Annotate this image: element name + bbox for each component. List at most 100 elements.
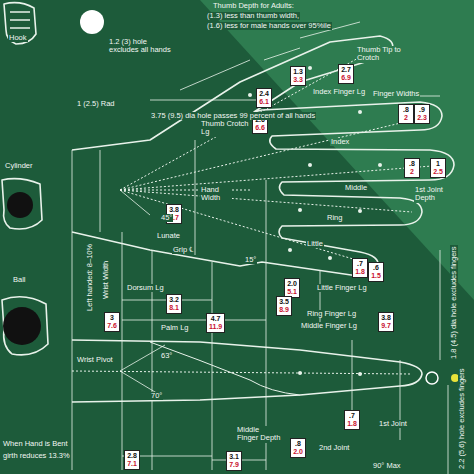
measurement-box: 2.87.1 xyxy=(124,450,140,470)
measurement-box: 3.17.9 xyxy=(226,451,242,471)
inch-value: .7 xyxy=(347,412,357,420)
dimension-label: 2nd Joint xyxy=(318,444,350,452)
inch-value: 3 xyxy=(107,314,117,322)
dimension-label: 70° xyxy=(150,392,163,400)
inch-value: .8 xyxy=(407,160,417,168)
inch-value: .9 xyxy=(417,106,427,114)
dimension-label: Ball xyxy=(12,276,27,284)
inch-value: 3.1 xyxy=(229,453,239,461)
dimension-label: Little Finger Lg xyxy=(316,284,368,292)
cm-value: 6.6 xyxy=(255,124,265,132)
cm-value: 7.9 xyxy=(229,461,239,469)
measurement-box: 3.89.7 xyxy=(378,312,394,332)
dimension-label: Ring xyxy=(326,214,343,222)
dimension-label: Thumb Depth for Adults: xyxy=(212,2,295,10)
dimension-label: Wrist Width xyxy=(102,260,110,300)
dimension-label: Index Finger Lg xyxy=(312,88,366,96)
dimension-label: Middle xyxy=(344,184,368,192)
dimension-label: Wrist Pivot xyxy=(76,356,114,364)
inch-value: 4.7 xyxy=(209,315,222,323)
dimension-label: 63° xyxy=(160,352,173,360)
measurement-box: .71.8 xyxy=(344,410,360,430)
inch-value: .7 xyxy=(355,260,365,268)
cm-value: 5.1 xyxy=(287,288,297,296)
dimension-label: Ring Finger Lg xyxy=(306,310,357,318)
inch-value: 3.5 xyxy=(279,298,289,306)
cm-value: 8.1 xyxy=(169,304,179,312)
cm-value: 8.9 xyxy=(279,306,289,314)
cm-value: 2.3 xyxy=(417,114,427,122)
measurement-box: .82 xyxy=(398,104,414,124)
dimension-label: girth reduces 13.3% xyxy=(2,452,71,460)
cm-value: 7.6 xyxy=(107,322,117,330)
cm-value: 2 xyxy=(401,114,411,122)
dimension-label: Palm Lg xyxy=(160,324,190,332)
inch-value: 2.4 xyxy=(259,90,269,98)
measurement-box: 2.76.9 xyxy=(338,64,354,84)
dimension-label: Finger Widths xyxy=(372,90,420,98)
dimension-label: Dorsum Lg xyxy=(126,284,165,292)
dimension-label: 1.2 (3) hole excludes all hands xyxy=(108,38,174,55)
inch-value: .8 xyxy=(293,440,303,448)
cm-value: 6.9 xyxy=(341,74,351,82)
dimension-label: Lunate xyxy=(156,232,181,240)
inch-value: 1 xyxy=(433,160,443,168)
inch-value: 2.8 xyxy=(127,452,137,460)
cm-value: 6.1 xyxy=(259,98,269,106)
dimension-label: 3.75 (9.5) dia hole passes 99 percent of… xyxy=(150,112,316,120)
inch-value: 3.8 xyxy=(169,206,179,214)
dimension-label: 1 (2.5) Rad xyxy=(76,100,116,108)
cm-value: 1.5 xyxy=(371,272,381,280)
measurement-box: 3.58.9 xyxy=(276,296,292,316)
inch-value: 1.3 xyxy=(293,68,303,76)
dimension-label: Middle Finger Depth xyxy=(236,426,282,443)
inch-value: .6 xyxy=(371,264,381,272)
measurement-box: 2.46.1 xyxy=(256,88,272,108)
measurement-box: 1.33.3 xyxy=(290,66,306,86)
inch-value: 3.2 xyxy=(169,296,179,304)
cm-value: 7.1 xyxy=(127,460,137,468)
dimension-label: (1.3) less than thumb width, xyxy=(206,12,300,20)
dimension-label: (1.6) less for male hands over 95%ile xyxy=(206,22,332,30)
cm-value: 1.8 xyxy=(347,420,357,428)
cm-value: 2.0 xyxy=(293,448,303,456)
dimension-label: Middle Finger Lg xyxy=(300,322,358,330)
measurement-box: .92.3 xyxy=(414,104,430,124)
inch-value: 2.7 xyxy=(341,66,351,74)
measurement-box: .71.8 xyxy=(352,258,368,278)
dimension-label: 2.2 (5.6) hole excludes fingers xyxy=(458,368,466,470)
inch-value: 3.8 xyxy=(381,314,391,322)
dimension-label: 1st Joint xyxy=(378,420,408,428)
cm-value: 2 xyxy=(407,168,417,176)
cm-value: 1.8 xyxy=(355,268,365,276)
dimension-label: Little xyxy=(306,240,324,248)
dimension-label: 15° xyxy=(244,256,257,264)
inch-value: .8 xyxy=(401,106,411,114)
dimension-label: Cylinder xyxy=(4,162,34,170)
dimension-label: Hand Width xyxy=(200,186,232,203)
dimension-label: Hook xyxy=(8,34,28,42)
cm-value: 11.9 xyxy=(209,323,222,331)
dimension-label: 1.8 (4.5) dia hole excludes fingers xyxy=(450,245,458,360)
dimension-label: Index xyxy=(330,138,350,146)
dimension-label: Thumb Crotch Lg xyxy=(200,120,252,137)
measurement-box: .82.0 xyxy=(290,438,306,458)
dimension-label: When Hand is Bent xyxy=(2,440,69,448)
dimension-label: Thumb Tip to Crotch xyxy=(356,46,418,63)
cm-value: 3.3 xyxy=(293,76,303,84)
cm-value: 9.7 xyxy=(381,322,391,330)
dimension-label: 90° Max xyxy=(372,462,402,470)
dimension-label: Left handed: 8–10% xyxy=(86,243,94,312)
dimension-label: 45° xyxy=(160,214,173,222)
measurement-box: 4.711.9 xyxy=(206,313,225,333)
measurement-box: 3.28.1 xyxy=(166,294,182,314)
measurement-box: 37.6 xyxy=(104,312,120,332)
measurement-box: .61.5 xyxy=(368,262,384,282)
inch-value: 2.0 xyxy=(287,280,297,288)
cm-value: 2.5 xyxy=(433,168,443,176)
measurement-box: .82 xyxy=(404,158,420,178)
dimension-label: 1st Joint Depth xyxy=(414,186,456,203)
measurement-box: 12.5 xyxy=(430,158,446,178)
